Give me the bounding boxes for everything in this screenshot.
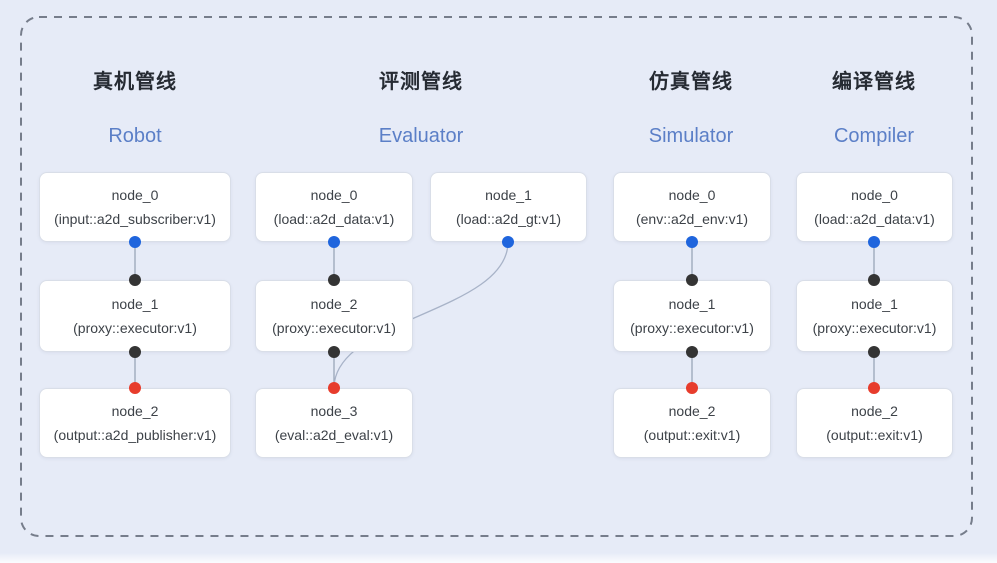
node-type: (output::exit:v1): [643, 427, 741, 443]
node-box-evaluator-node2: node_2 (proxy::executor:v1): [255, 280, 413, 352]
port-dot-blue: [129, 236, 141, 248]
node-box-simulator-node2: node_2 (output::exit:v1): [613, 388, 771, 458]
port-dot-dark: [129, 346, 141, 358]
node-name: node_0: [111, 187, 159, 203]
dashed-border: [20, 16, 973, 537]
port-dot-blue: [502, 236, 514, 248]
port-dot-dark: [328, 346, 340, 358]
pipeline-title-zh-simulator: 仿真管线: [649, 71, 733, 93]
node-name: node_0: [668, 187, 716, 203]
port-dot-blue: [686, 236, 698, 248]
node-type: (load::a2d_data:v1): [814, 211, 935, 227]
pipeline-title-zh-evaluator: 评测管线: [379, 71, 463, 93]
node-type: (proxy::executor:v1): [630, 320, 754, 336]
pipeline-title-en-evaluator: Evaluator: [378, 125, 464, 147]
port-dot-red: [328, 382, 340, 394]
node-type: (env::a2d_env:v1): [635, 211, 749, 227]
node-name: node_1: [851, 296, 898, 312]
node-box-robot-node0: node_0 (input::a2d_subscriber:v1): [39, 172, 231, 242]
pipeline-title-zh-robot: 真机管线: [93, 71, 177, 93]
port-dot-dark: [868, 346, 880, 358]
edge-evaluator-n1-n3-curve: [333, 241, 509, 389]
node-box-compiler-node0: node_0 (load::a2d_data:v1): [796, 172, 953, 242]
node-name: node_0: [310, 187, 358, 203]
port-dot-dark: [868, 274, 880, 286]
port-dot-blue: [868, 236, 880, 248]
node-type: (input::a2d_subscriber:v1): [54, 211, 216, 227]
node-name: node_2: [310, 296, 358, 312]
node-box-robot-node2: node_2 (output::a2d_publisher:v1): [39, 388, 231, 458]
node-box-evaluator-node3: node_3 (eval::a2d_eval:v1): [255, 388, 413, 458]
node-name: node_1: [111, 296, 159, 312]
pipeline-title-zh-compiler: 编译管线: [832, 71, 916, 93]
port-dot-dark: [328, 274, 340, 286]
node-box-simulator-node0: node_0 (env::a2d_env:v1): [613, 172, 771, 242]
node-box-simulator-node1: node_1 (proxy::executor:v1): [613, 280, 771, 352]
pipeline-title-en-simulator: Simulator: [648, 125, 734, 147]
node-box-evaluator-node0: node_0 (load::a2d_data:v1): [255, 172, 413, 242]
node-type: (proxy::executor:v1): [272, 320, 396, 336]
node-type: (eval::a2d_eval:v1): [274, 427, 394, 443]
node-name: node_2: [111, 403, 159, 419]
node-type: (output::exit:v1): [826, 427, 923, 443]
node-box-compiler-node2: node_2 (output::exit:v1): [796, 388, 953, 458]
node-type: (load::a2d_gt:v1): [455, 211, 562, 227]
node-type: (proxy::executor:v1): [812, 320, 937, 336]
node-name: node_2: [668, 403, 716, 419]
node-type: (load::a2d_data:v1): [273, 211, 395, 227]
node-box-evaluator-node1: node_1 (load::a2d_gt:v1): [430, 172, 587, 242]
node-name: node_1: [485, 187, 532, 203]
node-name: node_2: [851, 403, 898, 419]
node-box-compiler-node1: node_1 (proxy::executor:v1): [796, 280, 953, 352]
pipeline-title-en-compiler: Compiler: [833, 125, 915, 147]
port-dot-dark: [686, 346, 698, 358]
port-dot-red: [129, 382, 141, 394]
node-name: node_3: [310, 403, 358, 419]
node-type: (proxy::executor:v1): [73, 320, 197, 336]
port-dot-blue: [328, 236, 340, 248]
port-dot-dark: [686, 274, 698, 286]
node-box-robot-node1: node_1 (proxy::executor:v1): [39, 280, 231, 352]
node-name: node_0: [851, 187, 898, 203]
node-type: (output::a2d_publisher:v1): [53, 427, 217, 443]
node-name: node_1: [668, 296, 716, 312]
port-dot-red: [686, 382, 698, 394]
port-dot-red: [868, 382, 880, 394]
pipeline-title-en-robot: Robot: [108, 125, 162, 147]
port-dot-dark: [129, 274, 141, 286]
